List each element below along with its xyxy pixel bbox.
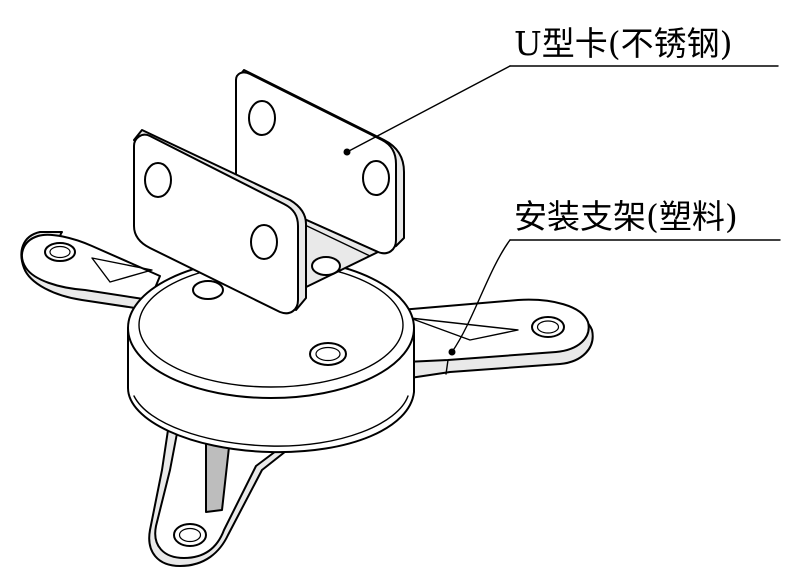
callout-mount-bracket: 安装支架(塑料): [448, 197, 781, 356]
callout-label-u-clamp: U型卡(不锈钢): [514, 24, 733, 63]
mount-hole: [531, 316, 565, 338]
bracket-arm-right: [397, 298, 594, 379]
bracket-hub: [127, 257, 415, 454]
callout-u-clamp: U型卡(不锈钢): [343, 24, 779, 156]
u-clamp: [133, 69, 405, 315]
hub-hole: [309, 342, 347, 366]
clamp-hole: [250, 224, 278, 260]
mount-hole: [44, 242, 76, 262]
leader-dot: [343, 148, 351, 156]
bracket-arm-front: [148, 419, 301, 567]
clamp-hole: [311, 256, 341, 276]
leader-line: [346, 65, 511, 153]
bracket-arm-left: [20, 231, 161, 309]
hub-hole: [192, 280, 224, 300]
mount-bracket: [20, 231, 594, 567]
leader-line: [451, 239, 511, 353]
clamp-hole: [362, 160, 390, 196]
clamp-hole: [248, 100, 276, 136]
callout-label-mount-bracket: 安装支架(塑料): [514, 197, 738, 236]
clamp-hole: [144, 162, 172, 198]
mount-hole: [173, 523, 207, 547]
leader-dot: [448, 348, 456, 356]
